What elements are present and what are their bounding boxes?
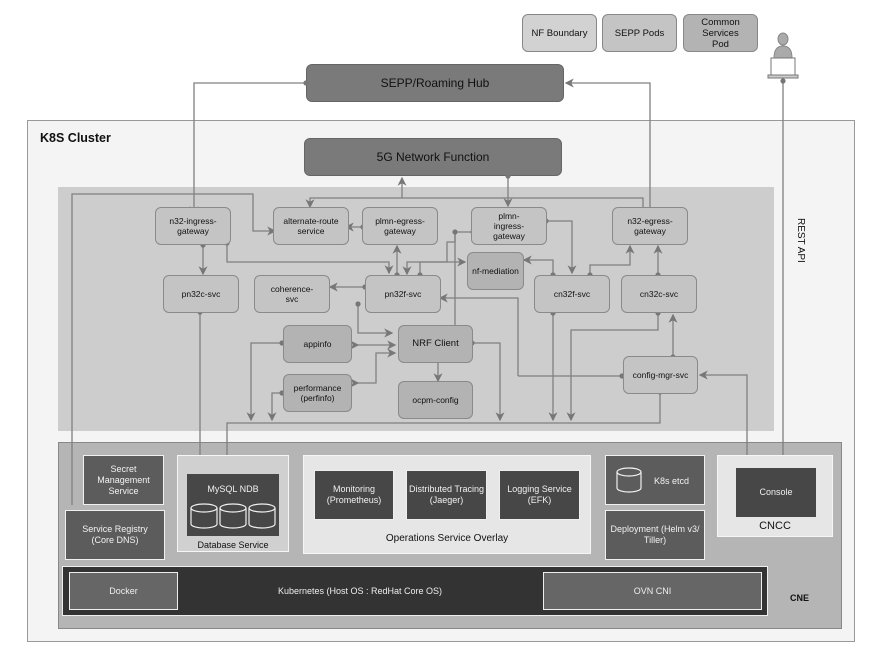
user-at-laptop-icon xyxy=(766,32,800,82)
k8s-etcd-label: K8s etcd xyxy=(654,476,690,486)
n32-egress-gateway: n32-egress-gateway xyxy=(612,207,688,245)
rest-api-label: REST API xyxy=(795,218,806,263)
config-mgr-svc: config-mgr-svc xyxy=(623,356,698,394)
docker-label: Docker xyxy=(109,586,138,596)
legend-sepp-pods: SEPP Pods xyxy=(602,14,677,52)
service-registry-label: Service Registry (Core DNS) xyxy=(82,524,148,545)
n32-egress-gateway-label: n32-egress-gateway xyxy=(627,216,673,236)
n32-ingress-gateway: n32-ingress-gateway xyxy=(155,207,231,245)
plmn-egress-gateway-label: plmn-egress-gateway xyxy=(375,216,425,236)
nf-mediation-label: nf-mediation xyxy=(472,266,519,276)
nrf-client: NRF Client xyxy=(398,325,473,363)
plmn-egress-gateway: plmn-egress-gateway xyxy=(362,207,438,245)
kubernetes-label: Kubernetes (Host OS : RedHat Core OS) xyxy=(277,586,443,596)
etcd-cylinder-icon xyxy=(616,467,642,493)
deployment-label: Deployment (Helm v3/ Tiller) xyxy=(610,524,700,545)
cne-label: CNE xyxy=(790,593,810,603)
distributed-tracing-jaeger: Distributed Tracing (Jaeger) xyxy=(406,470,487,520)
sepp-roaming-hub: SEPP/Roaming Hub xyxy=(306,64,564,102)
legend-nf-boundary: NF Boundary xyxy=(522,14,597,52)
nf-mediation: nf-mediation xyxy=(467,252,524,290)
database-service-caption: Database Service xyxy=(197,540,269,550)
mysql-ndb: MySQL NDB xyxy=(187,474,279,536)
config-mgr-svc-label: config-mgr-svc xyxy=(632,370,689,380)
cncc-console[interactable]: Console xyxy=(736,468,816,517)
monitoring-label: Monitoring (Prometheus) xyxy=(326,484,382,505)
performance-label: performance (perfinfo) xyxy=(293,383,342,403)
ovn-cni-label: OVN CNI xyxy=(633,586,672,596)
cncc-caption: CNCC xyxy=(759,520,791,532)
ocpm-config-label: ocpm-config xyxy=(412,395,459,405)
cn32f-svc-label: cn32f-svc xyxy=(553,289,591,299)
plmn-ingress-gateway-label: plmn-ingress-gateway xyxy=(493,211,525,241)
legend-sepp-pods-label: SEPP Pods xyxy=(614,27,665,39)
appinfo: appinfo xyxy=(283,325,352,363)
secret-management-label: Secret Management Service xyxy=(97,463,150,496)
legend-common-services-pod: Common Services Pod xyxy=(683,14,758,52)
secret-management-service: Secret Management Service xyxy=(83,455,164,505)
nrf-client-label: NRF Client xyxy=(412,338,459,349)
appinfo-label: appinfo xyxy=(303,339,332,349)
plmn-ingress-gateway: plmn-ingress-gateway xyxy=(471,207,547,245)
logging-service-efk: Logging Service (EFK) xyxy=(499,470,580,520)
console-label: Console xyxy=(759,487,793,497)
logging-label: Logging Service (EFK) xyxy=(507,484,572,505)
alternate-route-service-label: alternate-route service xyxy=(283,216,339,236)
deployment-helm: Deployment (Helm v3/ Tiller) xyxy=(605,510,705,560)
coherence-svc-label: coherence-svc xyxy=(270,284,314,304)
5g-network-function-label: 5G Network Function xyxy=(376,150,490,164)
legend-nf-boundary-label: NF Boundary xyxy=(531,27,588,39)
ovn-cni: OVN CNI xyxy=(543,572,762,610)
monitoring-prometheus: Monitoring (Prometheus) xyxy=(314,470,394,520)
ocpm-config: ocpm-config xyxy=(398,381,473,419)
database-cylinders-icon xyxy=(190,503,276,529)
docker: Docker xyxy=(69,572,178,610)
operations-overlay-caption: Operations Service Overlay xyxy=(385,533,509,544)
k8s-etcd: K8s etcd xyxy=(605,455,705,505)
pn32f-svc: pn32f-svc xyxy=(365,275,441,313)
alternate-route-service: alternate-route service xyxy=(273,207,349,245)
n32-ingress-gateway-label: n32-ingress-gateway xyxy=(169,216,217,236)
cn32f-svc: cn32f-svc xyxy=(534,275,610,313)
k8s-cluster-title: K8S Cluster xyxy=(40,131,111,145)
pn32c-svc: pn32c-svc xyxy=(163,275,239,313)
pn32f-svc-label: pn32f-svc xyxy=(384,289,422,299)
performance-perfinfo: performance (perfinfo) xyxy=(283,374,352,412)
pn32c-svc-label: pn32c-svc xyxy=(181,289,221,299)
legend-common-services-pod-label: Common Services Pod xyxy=(701,16,740,50)
service-registry-core-dns: Service Registry (Core DNS) xyxy=(65,510,165,560)
cn32c-svc-label: cn32c-svc xyxy=(639,289,679,299)
mysql-ndb-label: MySQL NDB xyxy=(207,484,259,494)
5g-network-function: 5G Network Function xyxy=(304,138,562,176)
cn32c-svc: cn32c-svc xyxy=(621,275,697,313)
tracing-label: Distributed Tracing (Jaeger) xyxy=(408,484,485,505)
sepp-roaming-hub-label: SEPP/Roaming Hub xyxy=(380,76,490,90)
coherence-svc: coherence-svc xyxy=(254,275,330,313)
